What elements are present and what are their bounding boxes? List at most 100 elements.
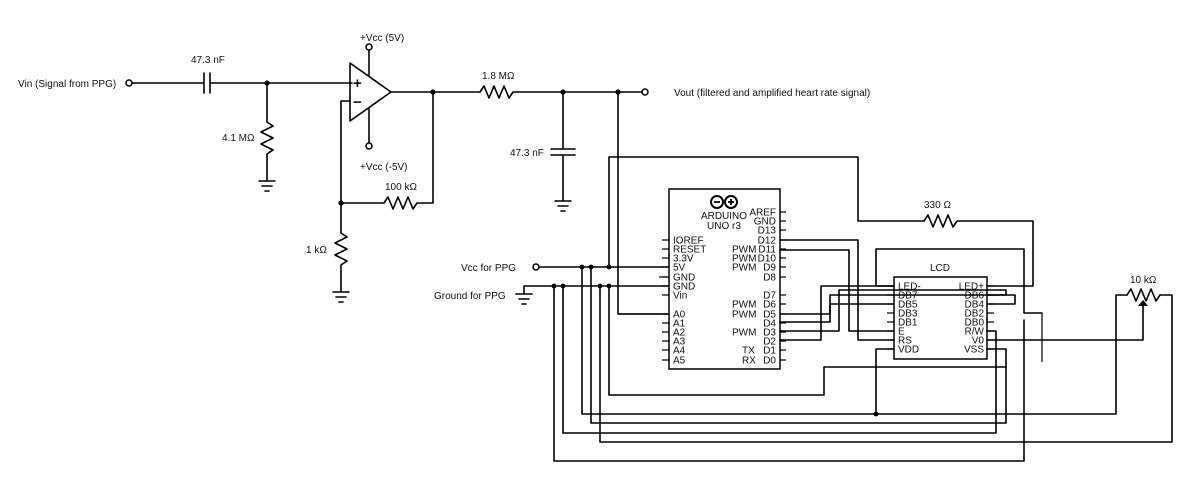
- ground-symbol: [332, 291, 350, 303]
- lcd-pin-vss: VSS: [964, 345, 984, 356]
- arduino-pin-a2: A2: [673, 328, 686, 339]
- arduino-right-pins: AREFGNDD13D12D11PWMD10PWMD9PWMD8D7D6PWMD…: [732, 208, 786, 367]
- lcd-pin-led: LED+: [959, 282, 984, 293]
- c1-label: 47.3 nF: [191, 55, 225, 66]
- opamp: + −: [349, 43, 392, 150]
- arduino-pin-a4: A4: [673, 346, 686, 357]
- arduino-pin-gnd: GND: [673, 273, 695, 284]
- arduino-pin-d1: D1: [763, 346, 776, 357]
- vcc-pos-label: +Vcc (5V): [360, 33, 404, 44]
- arduino-pwm-label: PWM: [732, 254, 756, 265]
- arduino-pin-vin: Vin: [673, 291, 687, 302]
- arduino-pin-d2: D2: [763, 337, 776, 348]
- arduino-pin-d5: D5: [763, 310, 776, 321]
- wire-gnd-led-return: [553, 285, 1025, 462]
- arduino-name: ARDUINO: [701, 211, 747, 222]
- r-input-label: 4.1 MΩ: [222, 133, 255, 144]
- arduino-pin-d4: D4: [763, 319, 776, 330]
- capacitor-c2: [550, 148, 576, 156]
- lcd-pin-v0: V0: [972, 336, 985, 347]
- arduino-pin-d6: D6: [763, 300, 776, 311]
- wire-5v-branch: [590, 266, 1007, 424]
- arduino-pin-aref: AREF: [749, 208, 776, 219]
- vcc-ppg-terminal: [532, 263, 540, 271]
- arduino-pin-d3: D3: [763, 328, 776, 339]
- lcd-pin-e: E: [898, 327, 905, 338]
- ground-symbol: [515, 293, 533, 305]
- vcc-ppg-label: Vcc for PPG: [461, 263, 516, 274]
- wire-gnd: [523, 285, 670, 295]
- arduino-pin-d8: D8: [763, 273, 776, 284]
- r-gain-label: 1 kΩ: [306, 245, 327, 256]
- capacitor-c1: [203, 72, 211, 94]
- arduino-pin-reset: RESET: [673, 245, 706, 256]
- r-feedback-label: 100 kΩ: [385, 182, 417, 193]
- r-led-label: 330 Ω: [924, 200, 951, 211]
- arduino-rx-label: RX: [742, 356, 756, 367]
- junction: [430, 89, 436, 95]
- lcd-pin-db2: DB2: [965, 309, 985, 320]
- vcc-neg-label: +Vcc (-5V): [360, 162, 408, 173]
- arduino-pin-ioref: IOREF: [673, 236, 704, 247]
- lcd-pin-db6: DB6: [965, 291, 985, 302]
- arduino-pwm-label: PWM: [732, 263, 756, 274]
- ppg-power: Vcc for PPG Ground for PPG: [434, 263, 670, 305]
- wire-d2-db7: [779, 285, 895, 341]
- wire-d3-db6: [779, 289, 1007, 332]
- resistor-r-feedback: [340, 91, 434, 210]
- resistor-r-series: [390, 85, 643, 99]
- lcd-pin-db7: DB7: [898, 291, 918, 302]
- lcd-pin-vdd: VDD: [898, 345, 919, 356]
- vin-terminal: [125, 79, 133, 87]
- wire-inverting-input: [340, 100, 351, 234]
- lcd-pin-db1: DB1: [898, 318, 918, 329]
- lcd-pin-db0: DB0: [965, 318, 985, 329]
- wire-led-minus: [875, 248, 1043, 314]
- arduino-pwm-label: PWM: [732, 328, 756, 339]
- gnd-ppg-label: Ground for PPG: [434, 291, 506, 302]
- wire-gnd-rw: [562, 285, 997, 434]
- arduino-pin-5v: 5V: [673, 263, 686, 274]
- c2-label: 47.3 nF: [510, 148, 544, 159]
- vin-label: Vin (Signal from PPG): [18, 79, 116, 90]
- arduino-pin-d7: D7: [763, 291, 776, 302]
- vout-terminal: [641, 88, 649, 96]
- lcd-pin-rs: RS: [898, 336, 912, 347]
- arduino-model: UNO r3: [707, 221, 741, 232]
- arduino-pin-d13: D13: [758, 226, 777, 237]
- arduino-pin-d11: D11: [758, 245, 776, 256]
- wire-vout-a0: [617, 91, 670, 315]
- wire-gnd-pot: [599, 285, 1173, 443]
- digital-wiring: 330 Ω: [551, 156, 1173, 462]
- analog-front-end: Vin (Signal from PPG) 47.3 nF 4.1 MΩ + −: [18, 33, 870, 315]
- arduino-pin-gnd: GND: [673, 282, 695, 293]
- arduino-pin-a5: A5: [673, 356, 686, 367]
- wire-v0-wiper: [986, 305, 1144, 341]
- arduino-tx-label: TX: [742, 346, 755, 357]
- vout-label: Vout (filtered and amplified heart rate …: [674, 88, 870, 99]
- ground-symbol: [554, 200, 572, 212]
- r-series-label: 1.8 MΩ: [482, 71, 515, 82]
- wire-led-plus-resistor: [608, 156, 1034, 287]
- arduino-pin-d10: D10: [758, 254, 777, 265]
- arduino-pin-a1: A1: [673, 319, 686, 330]
- lcd-pin-db5: DB5: [898, 300, 918, 311]
- arduino-pwm-label: PWM: [732, 245, 756, 256]
- arduino-logo-icon: [710, 195, 738, 209]
- wire-gnd-vss: [608, 285, 1007, 396]
- pot-label: 10 kΩ: [1130, 275, 1157, 286]
- wire-d4-db5: [779, 303, 895, 323]
- lcd-pin-db4: DB4: [965, 300, 985, 311]
- arduino-pin-gnd: GND: [754, 217, 776, 228]
- arduino-pin-d12: D12: [758, 236, 777, 247]
- arduino-pin-3-3v: 3.3V: [673, 254, 694, 265]
- lcd-pin-db3: DB3: [898, 309, 918, 320]
- resistor-r-gain: [334, 232, 348, 292]
- arduino-pin-d0: D0: [763, 356, 776, 367]
- ground-symbol: [258, 180, 276, 192]
- lcd-pin-led: LED-: [898, 282, 921, 293]
